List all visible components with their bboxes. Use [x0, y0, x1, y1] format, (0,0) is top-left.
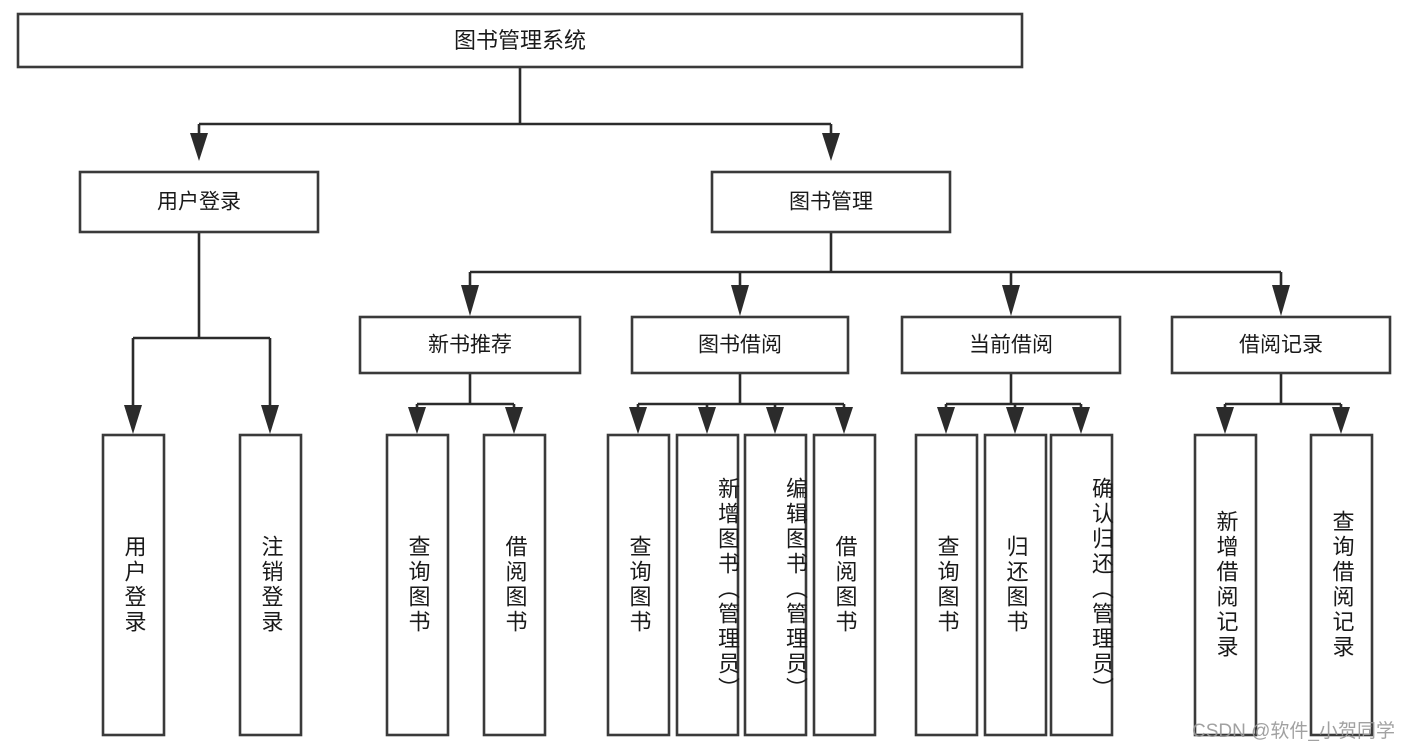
arrow-head-leaf-bb-2 — [698, 407, 716, 434]
arrow-head-leaf-br-1 — [1216, 407, 1234, 434]
arrow-head-user-login — [190, 133, 208, 161]
arrow-head-leaf-br-2 — [1332, 407, 1350, 434]
leaf-box-new-book-2[interactable] — [482, 433, 547, 737]
leaf-box-book-borrow-2[interactable] — [675, 433, 740, 737]
node-current-borrow[interactable]: 当前借阅 — [900, 315, 1122, 375]
connector-book-borrow-to-leaves — [629, 373, 853, 434]
node-borrow-record-box[interactable] — [1170, 315, 1392, 375]
leaf-box-new-book-1[interactable] — [385, 433, 450, 737]
arrow-head-leaf-cb-2 — [1006, 407, 1024, 434]
node-new-book-recommend-box[interactable] — [358, 315, 582, 375]
node-book-manage-box[interactable] — [710, 170, 952, 234]
node-borrow-record-label: 借阅记录 — [1239, 334, 1323, 357]
arrow-head-book-manage — [822, 133, 840, 161]
leaf-box-book-borrow-4[interactable] — [812, 433, 877, 737]
arrow-head-leaf-ul-2 — [261, 405, 279, 434]
leaf-box-current-borrow-2[interactable] — [983, 433, 1048, 737]
node-new-book-recommend-label: 新书推荐 — [428, 334, 512, 357]
arrow-head-leaf-bb-3 — [766, 407, 784, 434]
arrow-head-leaf-bb-1 — [629, 407, 647, 434]
node-root[interactable]: 图书管理系统 — [16, 12, 1024, 69]
node-user-login-box[interactable] — [78, 170, 320, 234]
node-user-login[interactable]: 用户登录 — [78, 170, 320, 234]
arrow-head-leaf-nb-2 — [505, 407, 523, 434]
node-book-manage[interactable]: 图书管理 — [710, 170, 952, 234]
node-new-book-recommend[interactable]: 新书推荐 — [358, 315, 582, 375]
leaf-box-user-login-1[interactable] — [101, 433, 166, 737]
connector-new-book-to-leaves — [408, 373, 523, 434]
connector-root-to-tier2 — [190, 67, 840, 161]
arrow-head-book-borrow — [731, 285, 749, 316]
leaf-box-book-borrow-3[interactable] — [743, 433, 808, 737]
node-root-label: 图书管理系统 — [454, 28, 586, 53]
leaf-boxes — [101, 433, 1374, 737]
leaf-box-user-login-2[interactable] — [238, 433, 303, 737]
arrow-head-leaf-nb-1 — [408, 407, 426, 434]
node-root-box[interactable] — [16, 12, 1024, 69]
connector-book-manage-to-tier3 — [461, 232, 1290, 316]
leaf-box-current-borrow-3[interactable] — [1049, 433, 1114, 737]
node-current-borrow-label: 当前借阅 — [969, 334, 1053, 357]
leaf-box-borrow-record-2[interactable] — [1309, 433, 1374, 737]
arrow-head-leaf-bb-4 — [835, 407, 853, 434]
connector-user-login-to-leaves — [124, 232, 279, 434]
connector-current-borrow-to-leaves — [937, 373, 1090, 434]
node-book-manage-label: 图书管理 — [789, 191, 873, 214]
node-book-borrow[interactable]: 图书借阅 — [630, 315, 850, 375]
node-book-borrow-box[interactable] — [630, 315, 850, 375]
node-current-borrow-box[interactable] — [900, 315, 1122, 375]
arrow-head-leaf-cb-3 — [1072, 407, 1090, 434]
node-borrow-record[interactable]: 借阅记录 — [1170, 315, 1392, 375]
csdn-watermark: CSDN @软件_小贺同学 — [1192, 721, 1395, 742]
leaf-box-book-borrow-1[interactable] — [606, 433, 671, 737]
arrow-head-leaf-ul-1 — [124, 405, 142, 434]
arrow-head-borrow-record — [1272, 285, 1290, 316]
node-book-borrow-label: 图书借阅 — [698, 334, 782, 357]
arrow-head-leaf-cb-1 — [937, 407, 955, 434]
node-user-login-label: 用户登录 — [157, 191, 241, 214]
connector-borrow-record-to-leaves — [1216, 373, 1350, 434]
arrow-head-current-borrow — [1002, 285, 1020, 316]
leaf-box-current-borrow-1[interactable] — [914, 433, 979, 737]
leaf-box-borrow-record-1[interactable] — [1193, 433, 1258, 737]
arrow-head-new-book — [461, 285, 479, 316]
